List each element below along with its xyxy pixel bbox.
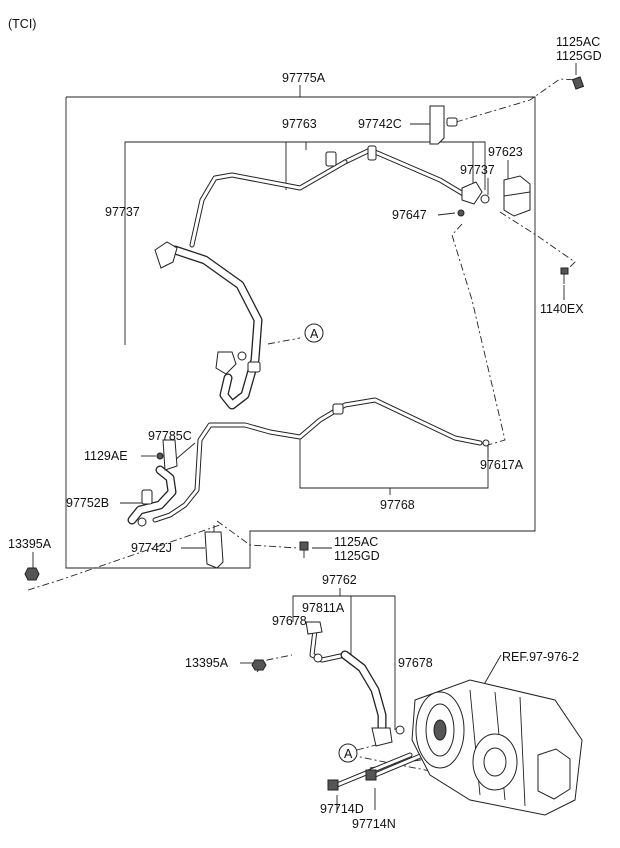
callout-97737-right: 97737 <box>460 163 495 177</box>
callout-ref: REF.97-976-2 <box>502 650 579 664</box>
callout-97742j: 97742J <box>131 541 172 555</box>
dashed-connectors <box>27 78 578 776</box>
marker-a-lower-label: A <box>344 747 353 761</box>
lower-pipe-97768 <box>127 397 490 527</box>
callout-13395a-left: 13395A <box>8 537 52 551</box>
bracket-97768 <box>299 438 489 495</box>
callout-97678-right: 97678 <box>398 656 433 670</box>
sensor-97623 <box>503 175 531 217</box>
compressor <box>411 679 583 816</box>
bracket-97763 <box>124 141 486 345</box>
callout-1129ae: 1129AE <box>84 449 128 463</box>
callout-1125gd-top: 1125GD <box>556 49 602 63</box>
callout-97737-left: 97737 <box>105 205 140 219</box>
callout-97714d: 97714D <box>320 802 364 816</box>
callout-1125ac-mid: 1125AC <box>334 535 378 549</box>
nut-13395a-left <box>24 567 40 581</box>
callout-97762: 97762 <box>322 573 357 587</box>
callout-97617a: 97617A <box>480 458 524 472</box>
marker-a-lower <box>338 743 358 763</box>
callout-1125gd-mid: 1125GD <box>334 549 380 563</box>
bracket-97762 <box>292 588 396 730</box>
callout-97768: 97768 <box>380 498 415 512</box>
leader-lines <box>32 63 577 810</box>
variant-label: (TCI) <box>8 17 36 31</box>
callout-97714n: 97714N <box>352 817 396 831</box>
clip-97742j <box>204 525 224 569</box>
bolt-1125-mid <box>299 541 309 558</box>
callout-97623: 97623 <box>488 145 523 159</box>
callout-97763: 97763 <box>282 117 317 131</box>
callout-97752b: 97752B <box>66 496 109 510</box>
upper-hose-97763 <box>154 145 490 410</box>
marker-a-upper <box>304 323 324 343</box>
clip-97742c <box>429 105 458 145</box>
callout-97811a: 97811A <box>302 601 345 615</box>
assembly-frame <box>65 96 536 569</box>
bolt-1125-top <box>571 76 585 90</box>
discharge-hose-97762 <box>251 621 405 747</box>
marker-a-upper-label: A <box>310 327 319 341</box>
callout-1125ac-top: 1125AC <box>556 35 600 49</box>
callout-97678-left: 97678 <box>272 614 307 628</box>
callout-97647: 97647 <box>392 208 427 222</box>
bolt-1140ex <box>560 267 569 284</box>
callout-97785c: 97785C <box>148 429 192 443</box>
callout-1140ex: 1140EX <box>540 302 584 316</box>
callout-97775a: 97775A <box>282 71 326 85</box>
callout-13395a-mid: 13395A <box>185 656 229 670</box>
callout-97742c: 97742C <box>358 117 402 131</box>
